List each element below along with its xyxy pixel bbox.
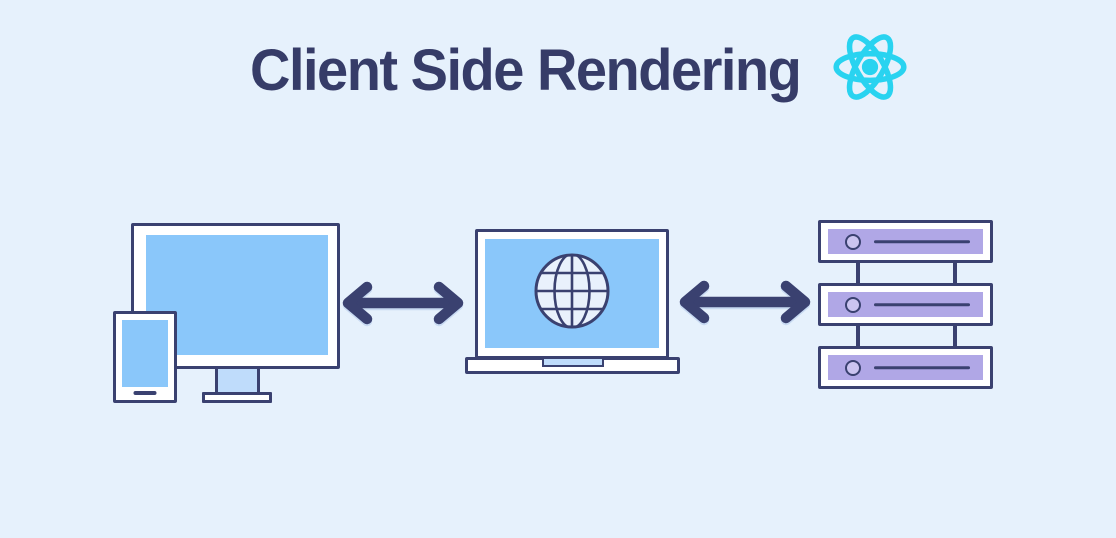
desktop-monitor-icon	[131, 223, 340, 369]
laptop-base	[465, 357, 680, 374]
server-unit-icon	[818, 220, 993, 263]
laptop-icon	[475, 229, 669, 359]
laptop-screen	[485, 239, 659, 348]
server-unit-panel	[828, 355, 983, 380]
phone-home-bar	[133, 391, 157, 395]
server-unit-icon	[818, 346, 993, 389]
globe-icon	[532, 251, 612, 336]
page-title: Client Side Rendering	[250, 36, 802, 103]
laptop-notch	[541, 359, 604, 367]
server-unit-icon	[818, 283, 993, 326]
server-led-indicator	[845, 233, 861, 250]
server-slot-line	[874, 365, 970, 370]
double-arrow-browser-server	[676, 272, 814, 337]
server-slot-line	[874, 239, 970, 244]
server-unit-panel	[828, 229, 983, 254]
server-slot-line	[874, 302, 970, 307]
double-arrow-client-browser	[339, 273, 467, 338]
header: Client Side Rendering	[250, 28, 910, 111]
monitor-stand-base	[202, 392, 272, 403]
smartphone-icon	[113, 311, 177, 403]
react-logo-icon	[830, 28, 910, 111]
server-led-indicator	[845, 359, 861, 376]
phone-screen	[122, 320, 168, 387]
server-led-indicator	[845, 296, 861, 313]
monitor-stand-neck	[215, 368, 260, 395]
server-unit-panel	[828, 292, 983, 317]
